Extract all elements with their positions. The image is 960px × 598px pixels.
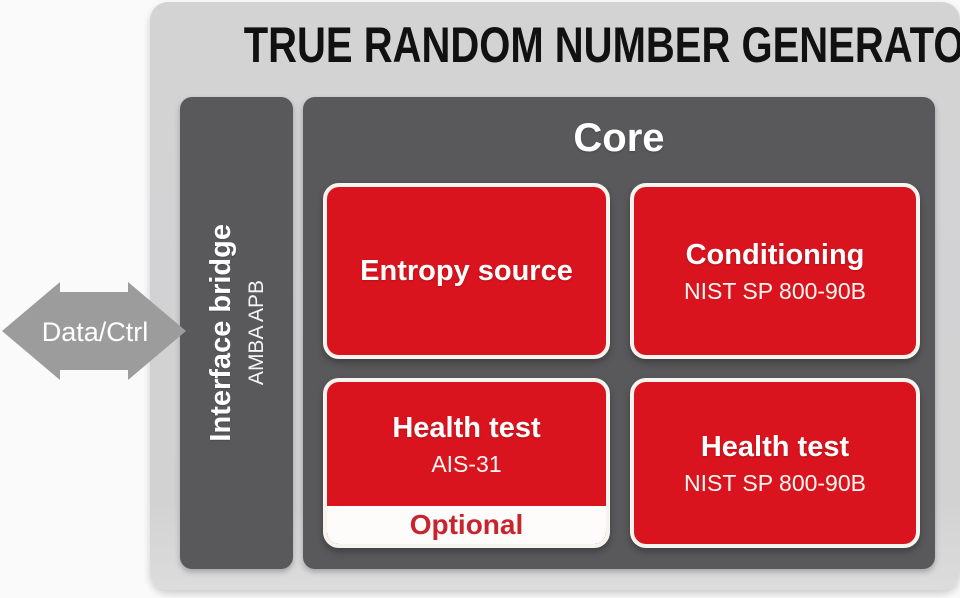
core-panel: Core Entropy source Conditioning NIST SP… <box>303 97 935 569</box>
health-test-nist-sublabel: NIST SP 800-90B <box>684 469 866 496</box>
health-test-ais31-content: Health test AIS-31 <box>327 382 606 506</box>
health-test-nist-label: Health test <box>700 430 850 463</box>
page-title-text: TRUE RANDOM NUMBER GENERATOR <box>243 17 960 73</box>
arrow-shape <box>2 282 186 380</box>
interface-bridge-block: Interface bridge AMBA APB <box>180 97 293 569</box>
data-ctrl-label: Data/Ctrl <box>42 317 149 347</box>
optional-badge: Optional <box>327 506 606 544</box>
entropy-source-content: Entropy source <box>327 187 606 355</box>
health-test-nist-block: Health test NIST SP 800-90B <box>630 378 920 548</box>
core-title: Core <box>573 116 665 160</box>
trng-panel: TRUE RANDOM NUMBER GENERATOR Interface b… <box>150 2 960 590</box>
conditioning-label: Conditioning <box>685 238 865 271</box>
entropy-source-label: Entropy source <box>360 255 573 287</box>
double-headed-arrow-icon: Data/Ctrl <box>2 282 186 380</box>
page-title: TRUE RANDOM NUMBER GENERATOR <box>150 17 960 73</box>
interface-bridge-label: Interface bridge <box>204 224 237 442</box>
health-test-nist-content: Health test NIST SP 800-90B <box>634 382 916 544</box>
conditioning-block: Conditioning NIST SP 800-90B <box>630 183 920 359</box>
health-test-ais31-label: Health test <box>392 411 541 444</box>
health-test-ais31-sublabel: AIS-31 <box>431 450 502 477</box>
conditioning-content: Conditioning NIST SP 800-90B <box>634 187 916 355</box>
entropy-source-block: Entropy source <box>323 183 610 359</box>
conditioning-sublabel: NIST SP 800-90B <box>684 277 866 304</box>
data-ctrl-arrow: Data/Ctrl <box>2 282 186 380</box>
health-test-ais31-block: Health test AIS-31 Optional <box>323 378 610 548</box>
amba-apb-label: AMBA APB <box>244 280 268 386</box>
